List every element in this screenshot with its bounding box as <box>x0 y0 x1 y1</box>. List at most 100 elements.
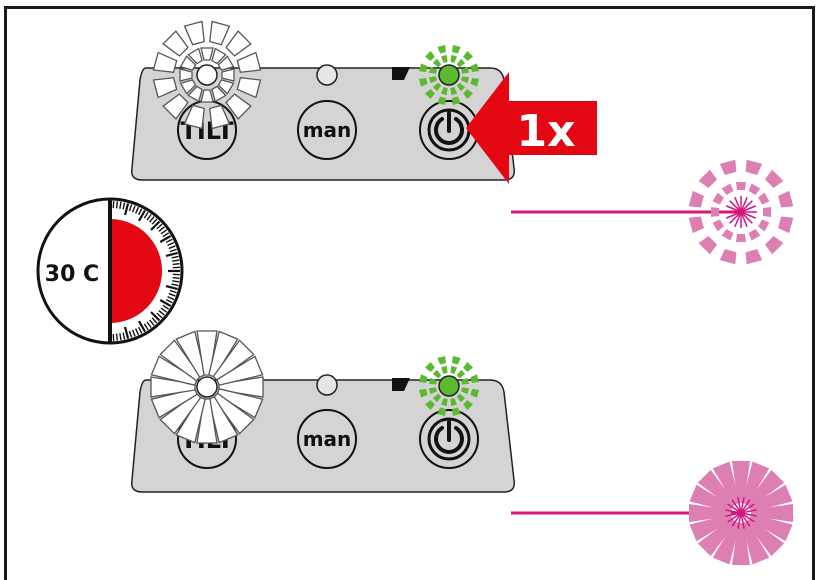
laser-spark-line <box>734 211 742 228</box>
timer-tick <box>150 311 161 322</box>
laser-ring-segment <box>748 229 761 241</box>
led-ray <box>424 50 435 61</box>
tilt-led-burst-solid <box>150 330 264 444</box>
led-ray <box>461 377 470 385</box>
tilt-button[interactable]: TILT <box>177 100 237 160</box>
timer-tick <box>149 319 155 326</box>
man-button-label: man <box>303 427 352 451</box>
led-ray <box>461 76 470 84</box>
laser-ring-segment <box>758 192 770 205</box>
timer-tick <box>134 206 140 214</box>
timer-tick <box>143 211 149 219</box>
burst-segment <box>211 47 227 65</box>
burst-petal <box>208 396 239 444</box>
led-ray <box>440 398 448 407</box>
burst-petal <box>159 392 202 435</box>
timer-tick <box>162 304 170 310</box>
laser-ring-segment <box>721 183 734 195</box>
laser-ring-segment <box>688 190 704 208</box>
led-ray <box>440 87 448 96</box>
burst-segment <box>187 85 203 103</box>
laser-ring-segment <box>712 192 724 205</box>
laser-burst-petal <box>745 517 785 557</box>
laser-burst-petal <box>697 469 737 509</box>
timer-tick <box>137 326 143 334</box>
status-led-off <box>316 374 338 396</box>
burst-segment <box>183 104 205 130</box>
laser-spark-line <box>734 196 742 213</box>
laser-spark-line <box>740 499 751 514</box>
laser-point-burst <box>689 461 793 565</box>
tilt-led-flashing-dashed <box>152 20 262 130</box>
led-ray <box>452 96 461 106</box>
burst-petal <box>150 376 196 398</box>
led-ray <box>463 400 474 411</box>
man-button[interactable]: man <box>297 100 357 160</box>
laser-spark-line <box>727 512 742 523</box>
burst-petal <box>212 339 255 382</box>
timer-tick <box>172 280 180 283</box>
battery-icon <box>392 378 410 391</box>
led-ray <box>418 389 428 398</box>
burst-segment <box>225 30 252 57</box>
man-button-bottom[interactable]: man <box>297 409 357 469</box>
burst-petal <box>175 396 206 444</box>
timer-tick <box>158 310 165 316</box>
timer-tick <box>172 276 180 280</box>
laser-ring-segment <box>719 249 737 265</box>
timer-tick <box>115 333 119 341</box>
laser-ring-segment <box>745 159 763 175</box>
led-ray <box>440 365 448 374</box>
timer-tick <box>159 235 172 243</box>
led-ray <box>461 387 470 395</box>
led-ray <box>418 374 428 383</box>
timer-tick <box>160 229 168 235</box>
battery-icon <box>392 67 410 80</box>
led-ray <box>456 58 466 68</box>
burst-petal <box>218 376 264 398</box>
laser-burst-petal <box>689 514 733 542</box>
laser-ring-segment <box>758 219 770 232</box>
led-ray <box>432 393 442 403</box>
led-ray <box>424 89 435 100</box>
laser-ring-segment <box>736 182 746 190</box>
timer-tick <box>138 209 146 222</box>
power-button-bottom[interactable]: power <box>419 409 479 580</box>
laser-ring-segment <box>763 207 771 217</box>
timer-tick <box>143 323 149 331</box>
led-ray <box>463 361 474 372</box>
timer-tick <box>172 259 180 262</box>
laser-ring-segment <box>736 234 746 242</box>
timer-tick <box>165 251 178 258</box>
diagram-frame <box>4 6 815 580</box>
timer-tick <box>151 218 158 225</box>
timer-tick <box>156 312 163 319</box>
led-ray <box>470 63 480 72</box>
burst-segment <box>225 93 252 120</box>
green-led-flashing <box>418 44 480 106</box>
led-ray <box>437 407 446 417</box>
burst-petal <box>212 392 255 435</box>
led-ray <box>432 82 442 92</box>
laser-spark-line <box>731 512 742 527</box>
timer-tick <box>122 202 126 210</box>
laser-burst-petal <box>742 521 770 565</box>
timer-tick <box>119 333 122 341</box>
burst-petal <box>216 355 264 386</box>
press-count-badge: 1x <box>517 106 576 157</box>
burst-segment <box>209 104 231 130</box>
timer-tick <box>128 204 133 212</box>
timer-tick <box>122 332 126 340</box>
timer-tick <box>167 241 175 247</box>
laser-spark-line <box>740 211 757 219</box>
laser-spark-line <box>727 503 742 514</box>
timer-tick <box>165 284 178 291</box>
laser-spark-line <box>740 211 753 224</box>
laser-spark-line <box>731 499 742 514</box>
laser-spark-line <box>725 509 742 514</box>
burst-segment <box>221 68 235 82</box>
laser-ring-segment <box>745 249 763 265</box>
laser-burst-petal <box>742 461 770 505</box>
laser-burst-petal <box>749 514 793 542</box>
